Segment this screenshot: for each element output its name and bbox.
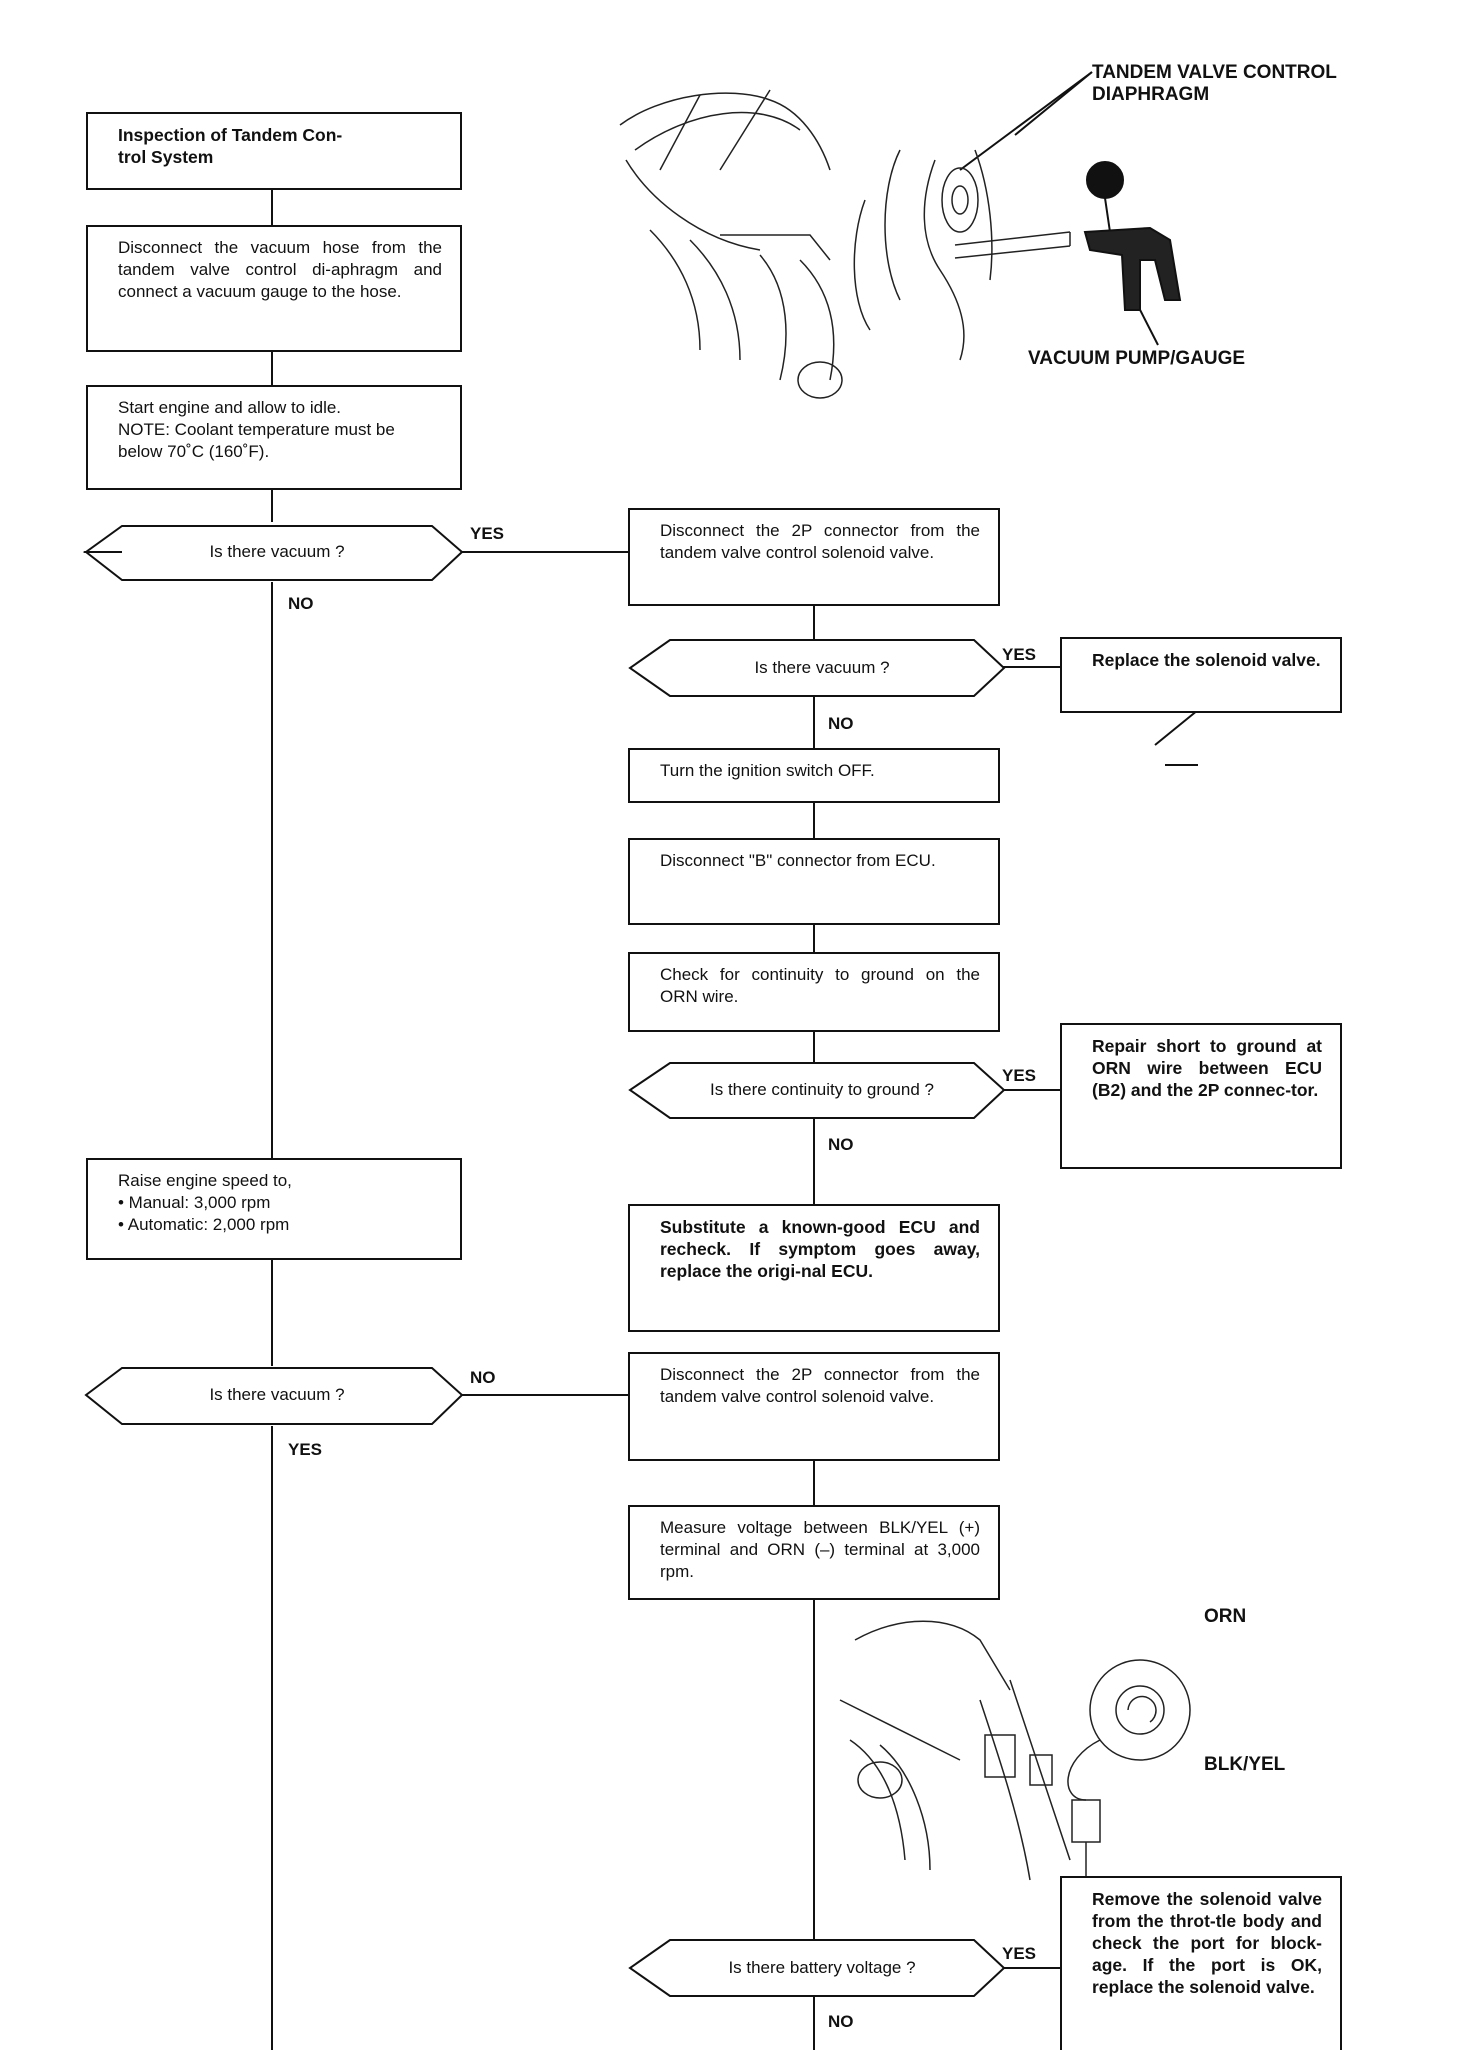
answer-no: NO bbox=[470, 1368, 496, 1387]
answer-no: NO bbox=[828, 714, 854, 733]
answer-no: NO bbox=[288, 594, 314, 613]
step-disconnect-2p-connector-2: Disconnect the 2P connector from the tan… bbox=[628, 1352, 1000, 1461]
decision-vacuum-3: Is there vacuum ? bbox=[209, 1385, 345, 1404]
callout-blk-yel: BLK/YEL bbox=[1204, 1754, 1286, 1775]
decision-vacuum-1: Is there vacuum ? bbox=[209, 542, 345, 561]
vacuum-pump-gauge-illustration bbox=[1083, 161, 1182, 311]
decision-shape bbox=[82, 525, 464, 581]
step-ignition-off: Turn the ignition switch OFF. bbox=[628, 748, 1000, 803]
answer-yes: YES bbox=[1002, 1066, 1037, 1085]
answer-yes: YES bbox=[1002, 645, 1037, 664]
result-replace-solenoid: Replace the solenoid valve. bbox=[1060, 637, 1342, 713]
answer-no: NO bbox=[828, 2012, 854, 2031]
step-start-engine: Start engine and allow to idle. NOTE: Co… bbox=[86, 385, 462, 490]
answer-yes: YES bbox=[288, 1440, 323, 1459]
answer-no: NO bbox=[828, 1135, 854, 1154]
decision-battery-voltage: Is there battery voltage ? bbox=[728, 1958, 916, 1977]
step-measure-voltage: Measure voltage between BLK/YEL (+) term… bbox=[628, 1505, 1000, 1600]
answer-yes: YES bbox=[470, 524, 505, 543]
decision-vacuum-2: Is there vacuum ? bbox=[754, 658, 890, 677]
answer-yes: YES bbox=[1002, 1944, 1037, 1963]
result-remove-solenoid: Remove the solenoid valve from the throt… bbox=[1060, 1876, 1342, 2050]
result-substitute-ecu: Substitute a known-good ECU and recheck.… bbox=[628, 1204, 1000, 1332]
step-disconnect-2p-connector: Disconnect the 2P connector from the tan… bbox=[628, 508, 1000, 606]
engine-illustration-top bbox=[619, 89, 1071, 399]
engine-illustration-bottom bbox=[839, 1620, 1191, 1881]
step-disconnect-vacuum-hose: Disconnect the vacuum hose from the tand… bbox=[86, 225, 462, 352]
decision-shape bbox=[84, 1367, 464, 1425]
step-check-continuity: Check for continuity to ground on the OR… bbox=[628, 952, 1000, 1032]
step-raise-engine-speed: Raise engine speed to, • Manual: 3,000 r… bbox=[86, 1158, 462, 1260]
callout-diaphragm: TANDEM VALVE CONTROL DIAPHRAGM bbox=[1092, 62, 1337, 105]
decision-continuity: Is there continuity to ground ? bbox=[710, 1080, 934, 1099]
callout-orn: ORN bbox=[1204, 1606, 1247, 1627]
result-repair-short: Repair short to ground at ORN wire betwe… bbox=[1060, 1023, 1342, 1169]
decision-shape bbox=[628, 1939, 1006, 1997]
decision-shape bbox=[628, 639, 1006, 697]
step-inspection-title: Inspection of Tandem Con- trol System bbox=[86, 112, 462, 190]
callout-vacuum-pump: VACUUM PUMP/GAUGE bbox=[1028, 348, 1246, 369]
step-disconnect-b-connector: Disconnect "B" connector from ECU. bbox=[628, 838, 1000, 925]
decision-shape bbox=[628, 1062, 1006, 1119]
